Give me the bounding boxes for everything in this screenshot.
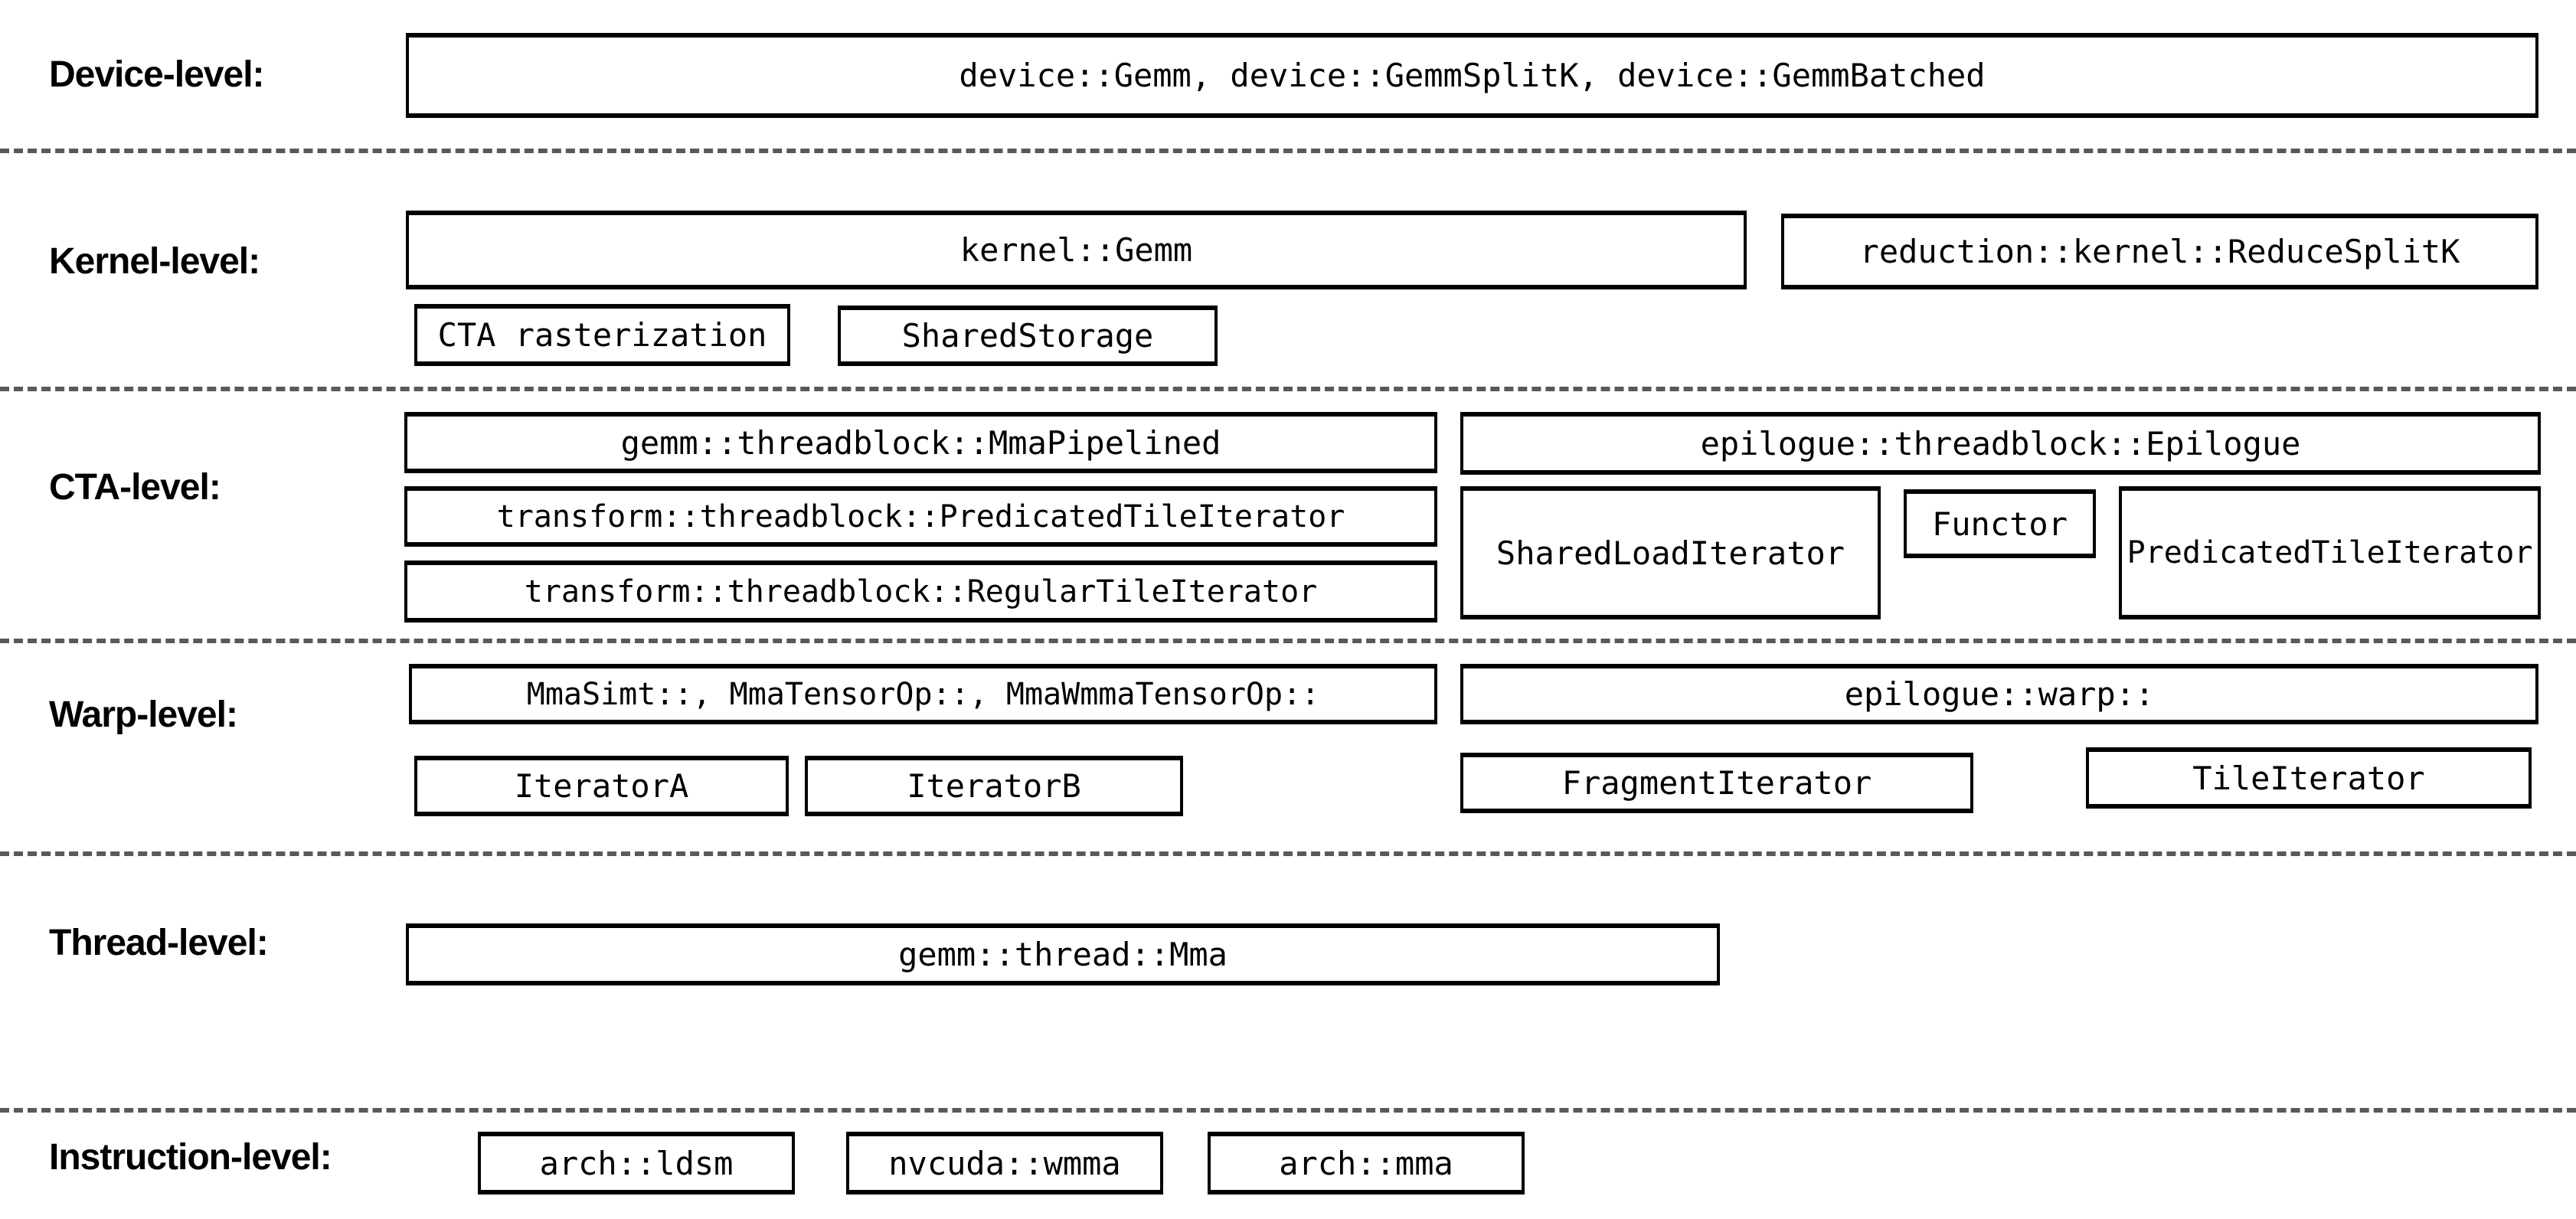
level-label-thread: Thread-level: xyxy=(49,923,269,963)
separator-thread-instruction xyxy=(0,1108,2576,1113)
box-transform-threadblock-regular-tile-iterator: transform::threadblock::RegularTileItera… xyxy=(404,560,1437,623)
box-epilogue-threadblock-epilogue: epilogue::threadblock::Epilogue xyxy=(1460,412,2541,475)
box-gemm-threadblock-mma-pipelined: gemm::threadblock::MmaPipelined xyxy=(404,412,1437,473)
box-warp-mma-ops: MmaSimt::, MmaTensorOp::, MmaWmmaTensorO… xyxy=(409,664,1437,724)
box-reduction-kernel-reduce-splitk: reduction::kernel::ReduceSplitK xyxy=(1781,214,2538,289)
level-label-kernel: Kernel-level: xyxy=(49,241,260,282)
level-label-warp: Warp-level: xyxy=(49,694,238,735)
box-iterator-a: IteratorA xyxy=(414,756,789,816)
separator-device-kernel xyxy=(0,149,2576,153)
box-epilogue-predicated-tile-iterator: PredicatedTileIterator xyxy=(2119,486,2541,619)
level-label-device: Device-level: xyxy=(49,54,265,95)
box-transform-threadblock-predicated-tile-iterator: transform::threadblock::PredicatedTileIt… xyxy=(404,486,1437,547)
separator-warp-thread xyxy=(0,851,2576,856)
box-arch-ldsm: arch::ldsm xyxy=(478,1132,795,1194)
box-shared-storage: SharedStorage xyxy=(838,306,1218,366)
separator-cta-warp xyxy=(0,639,2576,643)
box-gemm-thread-mma: gemm::thread::Mma xyxy=(406,923,1720,985)
separator-kernel-cta xyxy=(0,387,2576,391)
box-iterator-b: IteratorB xyxy=(805,756,1183,816)
box-kernel-gemm: kernel::Gemm xyxy=(406,211,1747,289)
box-fragment-iterator: FragmentIterator xyxy=(1460,753,1973,813)
box-device-gemm-variants: device::Gemm, device::GemmSplitK, device… xyxy=(406,33,2538,118)
level-label-instruction: Instruction-level: xyxy=(49,1137,332,1178)
box-nvcuda-wmma: nvcuda::wmma xyxy=(846,1132,1163,1194)
box-tile-iterator: TileIterator xyxy=(2086,747,2532,809)
level-label-cta: CTA-level: xyxy=(49,467,221,508)
box-arch-mma: arch::mma xyxy=(1208,1132,1525,1194)
box-cta-rasterization: CTA rasterization xyxy=(414,304,790,366)
box-shared-load-iterator: SharedLoadIterator xyxy=(1460,486,1881,619)
box-epilogue-warp: epilogue::warp:: xyxy=(1460,664,2538,724)
box-functor: Functor xyxy=(1904,489,2096,558)
